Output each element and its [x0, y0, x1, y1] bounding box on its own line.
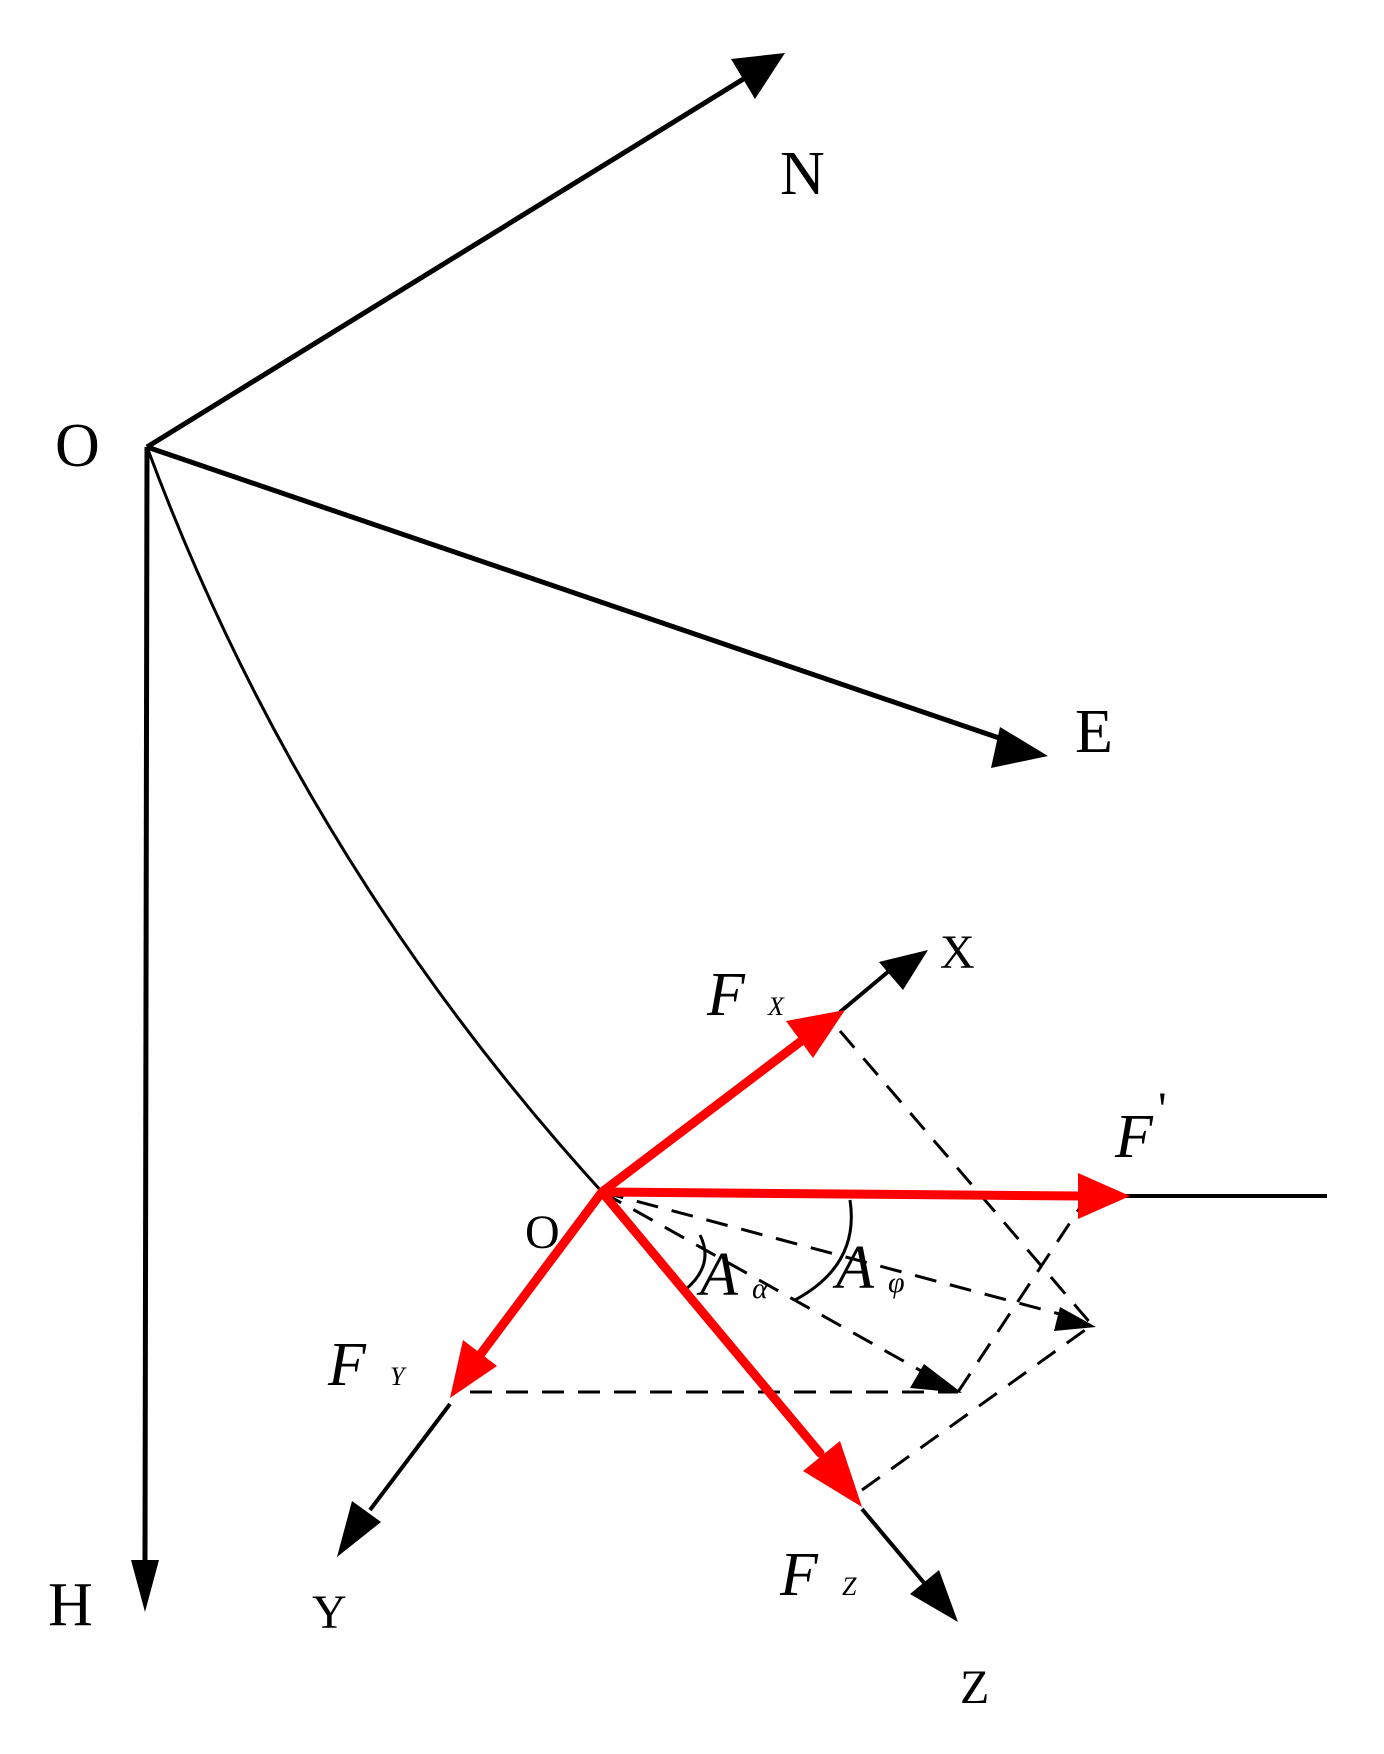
depth-label: H — [48, 1571, 93, 1639]
angle-alpha-subscript: α — [752, 1272, 769, 1305]
x-arrowhead — [879, 950, 928, 990]
north-arrowhead — [731, 53, 785, 99]
force-fx-subscript: X — [767, 992, 785, 1021]
angle-phi-arc — [794, 1199, 853, 1302]
force-fy-label: F — [327, 1331, 367, 1399]
z-axis — [860, 1507, 927, 1586]
force-fx-arrowhead — [786, 1010, 845, 1058]
dash-o-to-corner — [601, 1190, 1083, 1322]
dash-proj-to-fprime — [956, 1202, 1085, 1393]
force-fy — [475, 1187, 607, 1360]
force-fz-subscript: Z — [842, 1572, 857, 1601]
dash-fx-to-corner — [838, 1030, 1094, 1326]
corner-arrowhead — [1054, 1307, 1096, 1331]
east-arrowhead — [991, 727, 1048, 768]
trajectory-curve — [145, 446, 604, 1194]
angle-phi-label: A — [832, 1234, 875, 1302]
x-axis — [838, 964, 897, 1014]
force-fprime — [597, 1187, 1085, 1201]
east-label: E — [1075, 698, 1113, 766]
dash-fz-to-corner — [861, 1323, 1093, 1492]
force-fx-label: F — [706, 961, 746, 1029]
north-label: N — [780, 140, 825, 208]
force-fprime-label: F — [1114, 1103, 1154, 1171]
force-fprime-prime: ' — [1158, 1083, 1167, 1136]
construction-lines — [470, 1030, 1094, 1492]
dash-o-to-proj — [601, 1190, 949, 1388]
angle-alpha-arc — [684, 1234, 707, 1292]
force-fy-arrowhead — [450, 1340, 497, 1398]
angle-phi-subscript: φ — [888, 1266, 905, 1299]
north-axis — [145, 75, 747, 450]
axis-x-label: X — [940, 926, 975, 979]
force-fy-subscript: Y — [390, 1362, 407, 1391]
depth-arrowhead — [131, 1560, 159, 1612]
force-fz-label: F — [779, 1541, 819, 1609]
force-vectors — [475, 1037, 1085, 1458]
depth-axis — [142, 446, 150, 1561]
y-arrowhead — [337, 1501, 381, 1557]
z-arrowhead — [910, 1570, 958, 1622]
east-axis — [146, 444, 1009, 744]
axis-z-label: Z — [960, 1661, 989, 1714]
angle-alpha-label: A — [696, 1241, 739, 1309]
y-axis — [368, 1402, 452, 1512]
axis-y-label: Y — [312, 1586, 347, 1639]
origin-local-label: O — [525, 1206, 560, 1259]
proj-arrowhead — [910, 1364, 962, 1393]
force-fz-arrowhead — [803, 1441, 862, 1507]
force-fz — [597, 1187, 825, 1458]
force-fprime-arrowhead — [1078, 1173, 1130, 1219]
force-fx — [597, 1037, 805, 1197]
origin-top-label: O — [55, 412, 100, 480]
